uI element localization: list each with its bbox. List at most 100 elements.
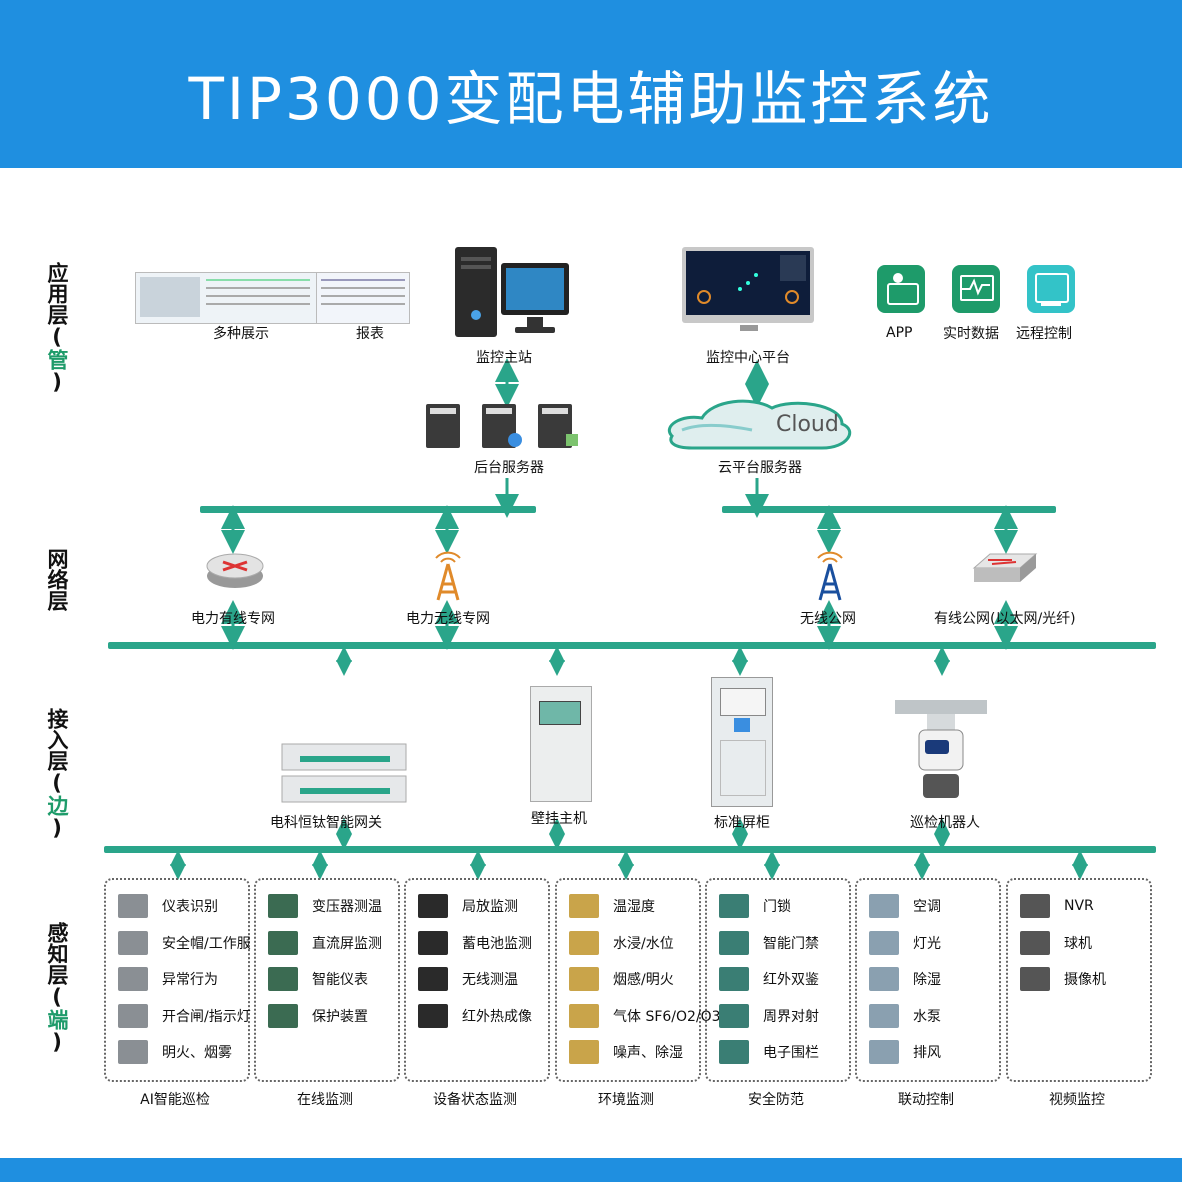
sensing-item: NVR [1020, 894, 1094, 918]
remote-label: 远程控制 [1016, 326, 1072, 342]
sensing-item: 开合闸/指示灯 [118, 1003, 251, 1028]
sensing-item-label: 仪表识别 [162, 899, 218, 915]
multi-display-screenshot [135, 272, 317, 324]
sensing-item-label: 电子围栏 [763, 1045, 819, 1061]
device-icon [118, 1003, 148, 1028]
device-icon [268, 967, 298, 991]
sensing-item: 水浸/水位 [569, 930, 674, 955]
sensing-item: 红外双鉴 [719, 967, 819, 991]
sensing-card-6 [855, 878, 1001, 1082]
sensing-group-label: 视频监控 [1049, 1092, 1105, 1108]
sensing-item-label: 安全帽/工作服 [162, 935, 251, 952]
gateway-label: 电科恒钛智能网关 [270, 815, 382, 831]
device-icon [719, 967, 749, 991]
inspection-robot-icon [895, 700, 987, 798]
device-icon [719, 930, 749, 955]
sensing-item-label: 排风 [913, 1045, 941, 1061]
sensing-item-label: 无线测温 [462, 972, 518, 988]
layer-label-app: 应用层 (管) [45, 262, 71, 394]
wireless-private-label: 电力无线专网 [406, 611, 490, 627]
sensing-item: 红外热成像 [418, 1003, 532, 1028]
device-icon [719, 1040, 749, 1064]
device-icon [418, 967, 448, 991]
device-icon [869, 930, 899, 955]
layer-label-sense-text: 感知层 [45, 922, 69, 985]
sensing-card-3 [404, 878, 550, 1082]
sensing-item: 仪表识别 [118, 894, 218, 918]
wireless-public-label: 无线公网 [800, 611, 856, 627]
device-icon [1020, 894, 1050, 918]
layer-label-access-text: 接入层 [45, 708, 69, 771]
device-icon [418, 930, 448, 955]
device-icon [719, 1003, 749, 1028]
wireless-tower-icon [435, 551, 461, 601]
sensing-item-label: 温湿度 [613, 899, 655, 915]
header-banner [0, 0, 1182, 168]
layer-label-net-text: 网络层 [45, 548, 69, 611]
sensing-item: 灯光 [869, 930, 941, 955]
sensing-item-label: 水泵 [913, 1008, 941, 1025]
device-icon [869, 967, 899, 991]
sensing-item: 异常行为 [118, 967, 218, 991]
sensing-item: 明火、烟雾 [118, 1040, 232, 1064]
device-icon [268, 894, 298, 918]
sensing-item-label: 空调 [913, 899, 941, 915]
switch-icon [972, 553, 1038, 582]
sensing-item: 保护装置 [268, 1003, 368, 1028]
sensing-item-label: 气体 SF6/O2/O3 [613, 1008, 721, 1025]
sensing-item-label: NVR [1064, 898, 1094, 914]
wired-private-label: 电力有线专网 [191, 611, 275, 627]
sensing-item-label: 水浸/水位 [613, 935, 674, 952]
multi-display-label: 多种展示 [213, 326, 269, 342]
server-cluster-icon [426, 404, 578, 448]
device-icon [118, 930, 148, 955]
sensing-card-2 [254, 878, 400, 1082]
device-icon [268, 1003, 298, 1028]
cabinet-label: 标准屏柜 [714, 815, 770, 831]
layer-label-net: 网络层 [45, 548, 71, 611]
sensing-item-label: 灯光 [913, 935, 941, 952]
sensing-item-label: 周界对射 [763, 1008, 819, 1025]
sensing-item: 智能门禁 [719, 930, 819, 955]
sensing-group-label: 安全防范 [748, 1092, 804, 1108]
device-icon [569, 930, 599, 955]
remote-control-icon[interactable] [1027, 265, 1075, 313]
sensing-item: 变压器测温 [268, 894, 382, 918]
sensing-item-label: 摄像机 [1064, 972, 1106, 988]
sensing-item-label: 保护装置 [312, 1008, 368, 1025]
sensing-item: 安全帽/工作服 [118, 930, 251, 955]
bus-network [108, 642, 1156, 649]
device-icon [569, 967, 599, 991]
router-icon [206, 553, 264, 588]
app-icon[interactable] [877, 265, 925, 313]
sensing-card-4 [555, 878, 701, 1082]
page-title: TIP3000变配电辅助监控系统 [188, 65, 994, 133]
sensing-card-7 [1006, 878, 1152, 1082]
bus-sensing [104, 846, 1156, 853]
sensing-item-label: 开合闸/指示灯 [162, 1008, 251, 1025]
sensing-item: 蓄电池监测 [418, 930, 532, 955]
layer-label-app-text: 应用层 [45, 262, 69, 325]
report-screenshot [316, 272, 410, 324]
device-icon [118, 1040, 148, 1064]
sensing-item-label: 局放监测 [462, 899, 518, 915]
sensing-card-1 [104, 878, 250, 1082]
sensing-item: 局放监测 [418, 894, 518, 918]
realtime-data-icon[interactable] [952, 265, 1000, 313]
backend-servers-label: 后台服务器 [474, 460, 544, 476]
realtime-label: 实时数据 [943, 326, 999, 342]
footer-banner [0, 1158, 1182, 1182]
sensing-item: 气体 SF6/O2/O3 [569, 1003, 721, 1028]
monitor-station-label: 监控主站 [476, 350, 532, 366]
sensing-group-label: 在线监测 [297, 1092, 353, 1108]
gateway-device-icon [281, 743, 407, 803]
sensing-item: 空调 [869, 894, 941, 918]
report-label: 报表 [356, 326, 384, 342]
sensing-item-label: 噪声、除湿 [613, 1045, 683, 1061]
sensing-item: 烟感/明火 [569, 967, 674, 991]
device-icon [268, 930, 298, 955]
device-icon [869, 1040, 899, 1064]
device-icon [569, 894, 599, 918]
sensing-item: 直流屏监测 [268, 930, 382, 955]
device-icon [418, 894, 448, 918]
